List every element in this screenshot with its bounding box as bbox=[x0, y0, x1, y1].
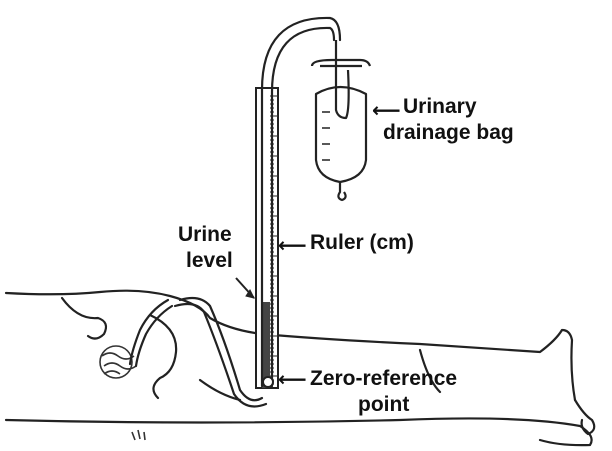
patient-belly bbox=[150, 315, 176, 398]
catheter-tube bbox=[130, 298, 266, 406]
ruler bbox=[256, 88, 278, 388]
zero-arrow-icon: ⟵ bbox=[278, 368, 307, 390]
urine-label-line2: level bbox=[186, 248, 233, 273]
zero-reference-marker bbox=[263, 377, 273, 387]
bag-outlet bbox=[338, 182, 345, 200]
ruler-label: Ruler (cm) bbox=[310, 230, 414, 255]
pubic-region bbox=[100, 346, 145, 440]
drainage-bag bbox=[312, 40, 370, 200]
zero-label-line1: Zero-reference bbox=[310, 366, 457, 391]
patient-back-outline bbox=[6, 418, 592, 445]
bag-arrow-icon: ⟵ bbox=[372, 99, 401, 121]
bag-hanger bbox=[312, 60, 370, 66]
urine-label-line1: Urine bbox=[178, 222, 232, 247]
patient-hip bbox=[200, 380, 240, 400]
patient-hand bbox=[62, 298, 106, 339]
bag-label-line2: drainage bag bbox=[383, 120, 514, 145]
urine-column bbox=[262, 302, 270, 388]
bag-inlet bbox=[336, 40, 349, 118]
ruler-arrow-icon: ⟵ bbox=[278, 234, 307, 256]
bag-outline bbox=[316, 87, 366, 182]
zero-label-line2: point bbox=[358, 392, 409, 417]
bag-label-line1: Urinary bbox=[403, 94, 477, 119]
